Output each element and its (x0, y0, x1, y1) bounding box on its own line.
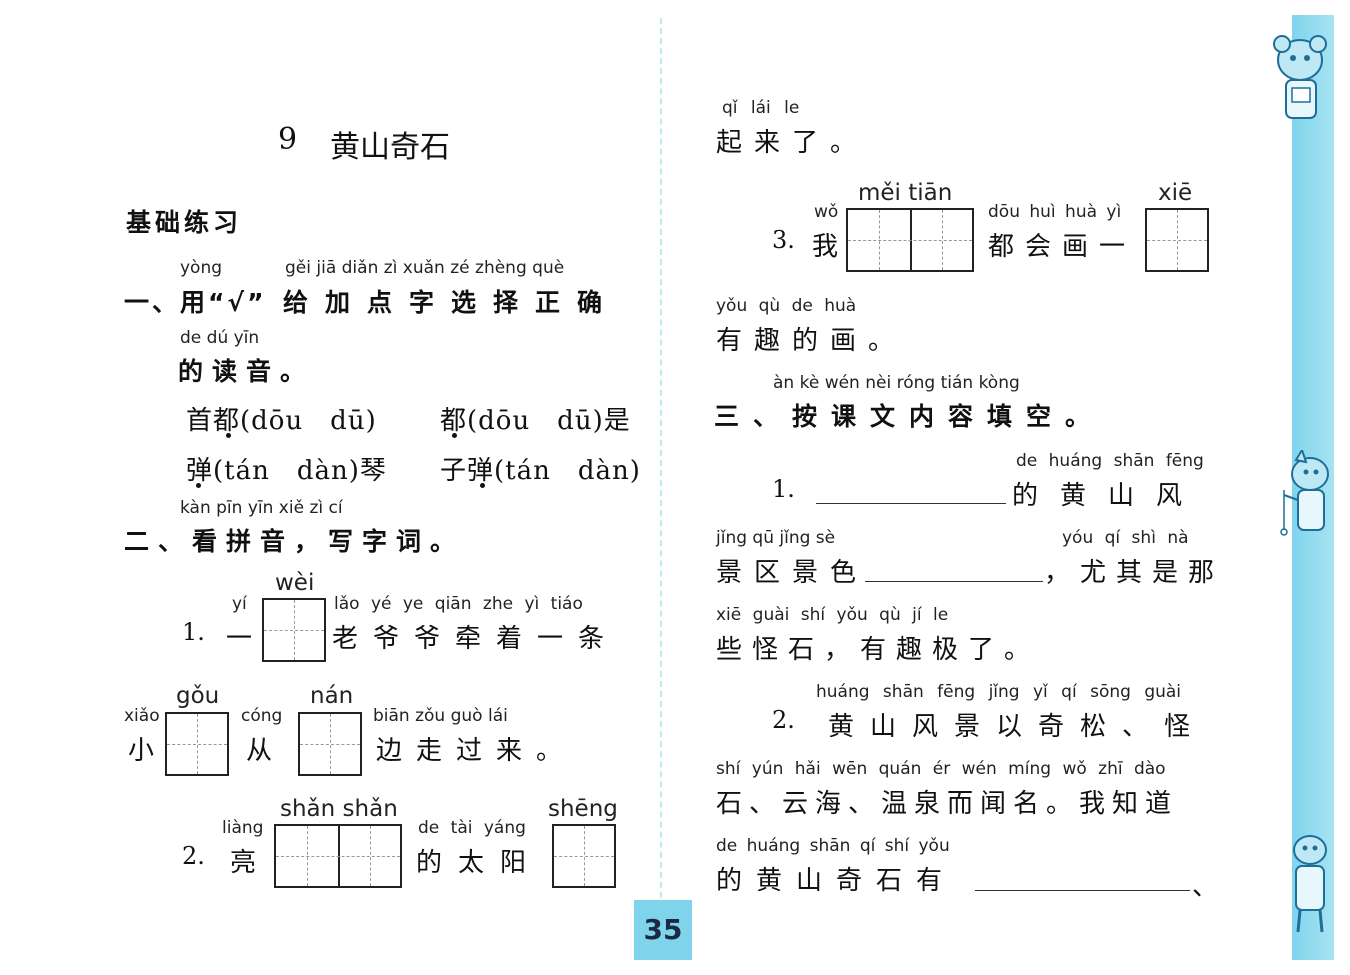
q1-item-4: 子弹(tán dàn) (440, 456, 641, 486)
q3-box2-pinyin: xiē (1158, 180, 1193, 206)
q3-pinyin-mid: dōu huì huà yì (988, 202, 1122, 222)
q2-row2-pinyin-cong: cóng (241, 706, 283, 726)
cartoon-dog-small-icon (1293, 835, 1327, 933)
q2-row1-text-rest: 老爷爷牵着一条 (332, 624, 620, 654)
line1-pinyin: qǐ lái le (722, 98, 800, 118)
s3q1-pinyin-c: xiē guài shí yǒu qù jí le (716, 605, 949, 625)
answer-blank[interactable] (975, 890, 1190, 891)
page-gutter (660, 18, 662, 918)
q2-row2-pinyin-rest: biān zǒu guò lái (373, 706, 508, 726)
q1-item-3: 弹(tán dàn)琴 (186, 456, 387, 486)
s3q1-pinyin-a: de huáng shān fēng (1016, 451, 1204, 471)
q2-text: 二、看拼音，写字词。 (124, 527, 465, 556)
q2-row3-number: 2. (182, 842, 205, 870)
cartoon-dog-icon (1280, 450, 1329, 536)
section3-text: 三、按课文内容填空。 (714, 402, 1105, 431)
q2-row3-pinyin-mid: de tài yáng (418, 818, 526, 838)
s3q1-text-c: 些怪石，有趣极了。 (716, 635, 1041, 665)
q1-text-a: 一、用“√” (124, 288, 267, 317)
q3-char-wo: 我 (812, 232, 849, 262)
s3q1-text-a: 的黄山风 (1012, 481, 1205, 511)
writing-box[interactable] (552, 824, 616, 888)
q2-row3-char-liang: 亮 (230, 848, 267, 878)
q2-row1-box-pinyin: wèi (275, 570, 315, 596)
q2-row2-box2-pinyin: nán (310, 683, 354, 709)
q1-text-b: 给加点字选择正确 (283, 288, 620, 317)
q1-pinyin-b: gěi jiā diǎn zì xuǎn zé zhèng què (285, 258, 565, 278)
grid-guide (370, 826, 371, 886)
q1-item-1: 首都(dōu dū) (186, 406, 377, 436)
q2-row2-char-xiao: 小 (128, 736, 165, 766)
s3q1-text-b2: ，尤其是那 (1044, 558, 1225, 588)
section3-pinyin: àn kè wén nèi róng tián kòng (773, 373, 1020, 393)
s3q2-trail: 、 (1192, 872, 1229, 902)
s3q2-text-a: 黄山风景以奇松、怪 (828, 712, 1207, 742)
q2-row1-number: 1. (182, 618, 205, 646)
q2-row2-char-cong: 从 (246, 736, 283, 766)
s3q1-pinyin-b2: yóu qí shì nà (1062, 528, 1189, 548)
q3-number: 3. (772, 226, 795, 254)
q2-row2-box1-pinyin: gǒu (176, 683, 220, 709)
s3q1-number: 1. (772, 475, 795, 503)
q3-pinyin-wo: wǒ (814, 202, 839, 222)
q2-row3-text-mid: 的太阳 (416, 848, 543, 878)
s3q1-text-b1: 景区景色 (716, 558, 869, 588)
q2-row2-text-rest: 边走过来。 (376, 736, 577, 766)
writing-box[interactable] (262, 598, 326, 662)
grid-guide (307, 826, 308, 886)
s3q2-text-c: 的黄山奇石有 (716, 866, 957, 896)
cartoon-bear-icon (1273, 35, 1327, 119)
q2-row1-char-yi: 一 (226, 624, 263, 654)
q2-row2-pinyin-xiao: xiǎo (124, 706, 160, 726)
line2-pinyin: yǒu qù de huà (716, 296, 857, 316)
q1-pinyin-a: yòng (180, 258, 223, 278)
q1-pinyin-c: de dú yīn (180, 328, 260, 348)
q2-row3-box1-pinyin: shǎn shǎn (280, 796, 398, 822)
answer-blank[interactable] (865, 581, 1043, 582)
q2-row1-pinyin-rest: lǎo yé ye qiān zhe yì tiáo (334, 594, 583, 614)
q3-text-mid: 都会画一 (988, 232, 1137, 262)
q2-row3-pinyin-liang: liàng (222, 818, 264, 838)
s3q2-pinyin-c: de huáng shān qí shí yǒu (716, 836, 950, 856)
writing-box[interactable] (165, 712, 229, 776)
q1-text-c: 的读音。 (178, 357, 315, 386)
s3q2-pinyin-a: huáng shān fēng jǐng yǐ qí sōng guài (816, 682, 1182, 702)
q3-box1-pinyin: měi tiān (858, 180, 953, 206)
writing-box[interactable] (298, 712, 362, 776)
writing-box[interactable] (1145, 208, 1209, 272)
answer-blank[interactable] (816, 503, 1006, 504)
emphasis-dot (196, 483, 201, 488)
line2-text: 有趣的画。 (716, 326, 907, 356)
line1-text: 起来了。 (716, 128, 869, 158)
emphasis-dot (226, 433, 231, 438)
lesson-title: 黄山奇石 (330, 130, 450, 165)
emphasis-dot (480, 483, 485, 488)
practice-heading: 基础练习 (126, 208, 243, 237)
page-number: 35 (634, 900, 692, 960)
emphasis-dot (452, 433, 457, 438)
grid-guide (879, 210, 880, 270)
s3q2-pinyin-b: shí yún hǎi wēn quán ér wén míng wǒ zhī … (716, 759, 1166, 779)
s3q1-pinyin-b1: jǐng qū jǐng sè (716, 528, 836, 548)
s3q2-number: 2. (772, 706, 795, 734)
lesson-number: 9 (278, 122, 298, 157)
q2-row3-box2-pinyin: shēng (548, 796, 618, 822)
q2-row1-pinyin-yi: yí (232, 594, 247, 614)
grid-guide (942, 210, 943, 270)
q2-pinyin: kàn pīn yīn xiě zì cí (180, 498, 343, 518)
q1-item-2: 都(dōu dū)是 (440, 406, 631, 436)
writing-box-double[interactable] (274, 824, 402, 888)
writing-box-double[interactable] (846, 208, 974, 272)
s3q2-text-b: 石、云海、温泉而闻名。我知道 (716, 789, 1179, 819)
